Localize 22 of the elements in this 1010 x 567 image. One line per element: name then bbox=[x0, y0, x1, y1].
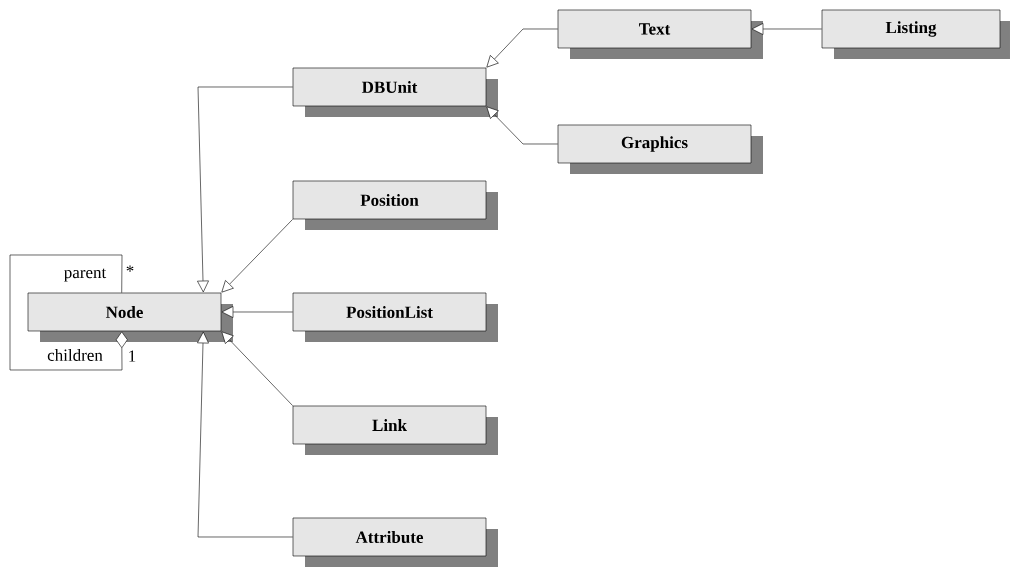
class-box: Position bbox=[292, 180, 498, 230]
class-box: PositionList bbox=[292, 292, 498, 342]
class-box: Graphics bbox=[557, 124, 763, 174]
inheritance-arrow bbox=[751, 23, 822, 35]
inheritance-arrow bbox=[221, 306, 293, 318]
role-label: children bbox=[47, 349, 103, 361]
inheritance-arrow bbox=[486, 106, 558, 145]
class-box: Listing bbox=[821, 9, 1010, 59]
inheritance-arrow bbox=[221, 219, 293, 293]
inheritance-arrow bbox=[486, 28, 558, 68]
inheritance-arrow bbox=[197, 86, 293, 293]
class-box: DBUnit bbox=[292, 67, 498, 117]
class-box: Link bbox=[292, 405, 498, 455]
class-box: Node bbox=[27, 292, 233, 342]
multiplicity-label: 1 bbox=[129, 350, 136, 362]
inheritance-arrow bbox=[197, 331, 293, 538]
role-label: parent bbox=[64, 268, 107, 282]
class-box: Text bbox=[557, 9, 763, 59]
class-box: Attribute bbox=[292, 517, 498, 567]
inheritance-arrow bbox=[221, 331, 293, 406]
aggregation-line bbox=[9, 254, 128, 371]
multiplicity-label: * bbox=[126, 265, 134, 272]
